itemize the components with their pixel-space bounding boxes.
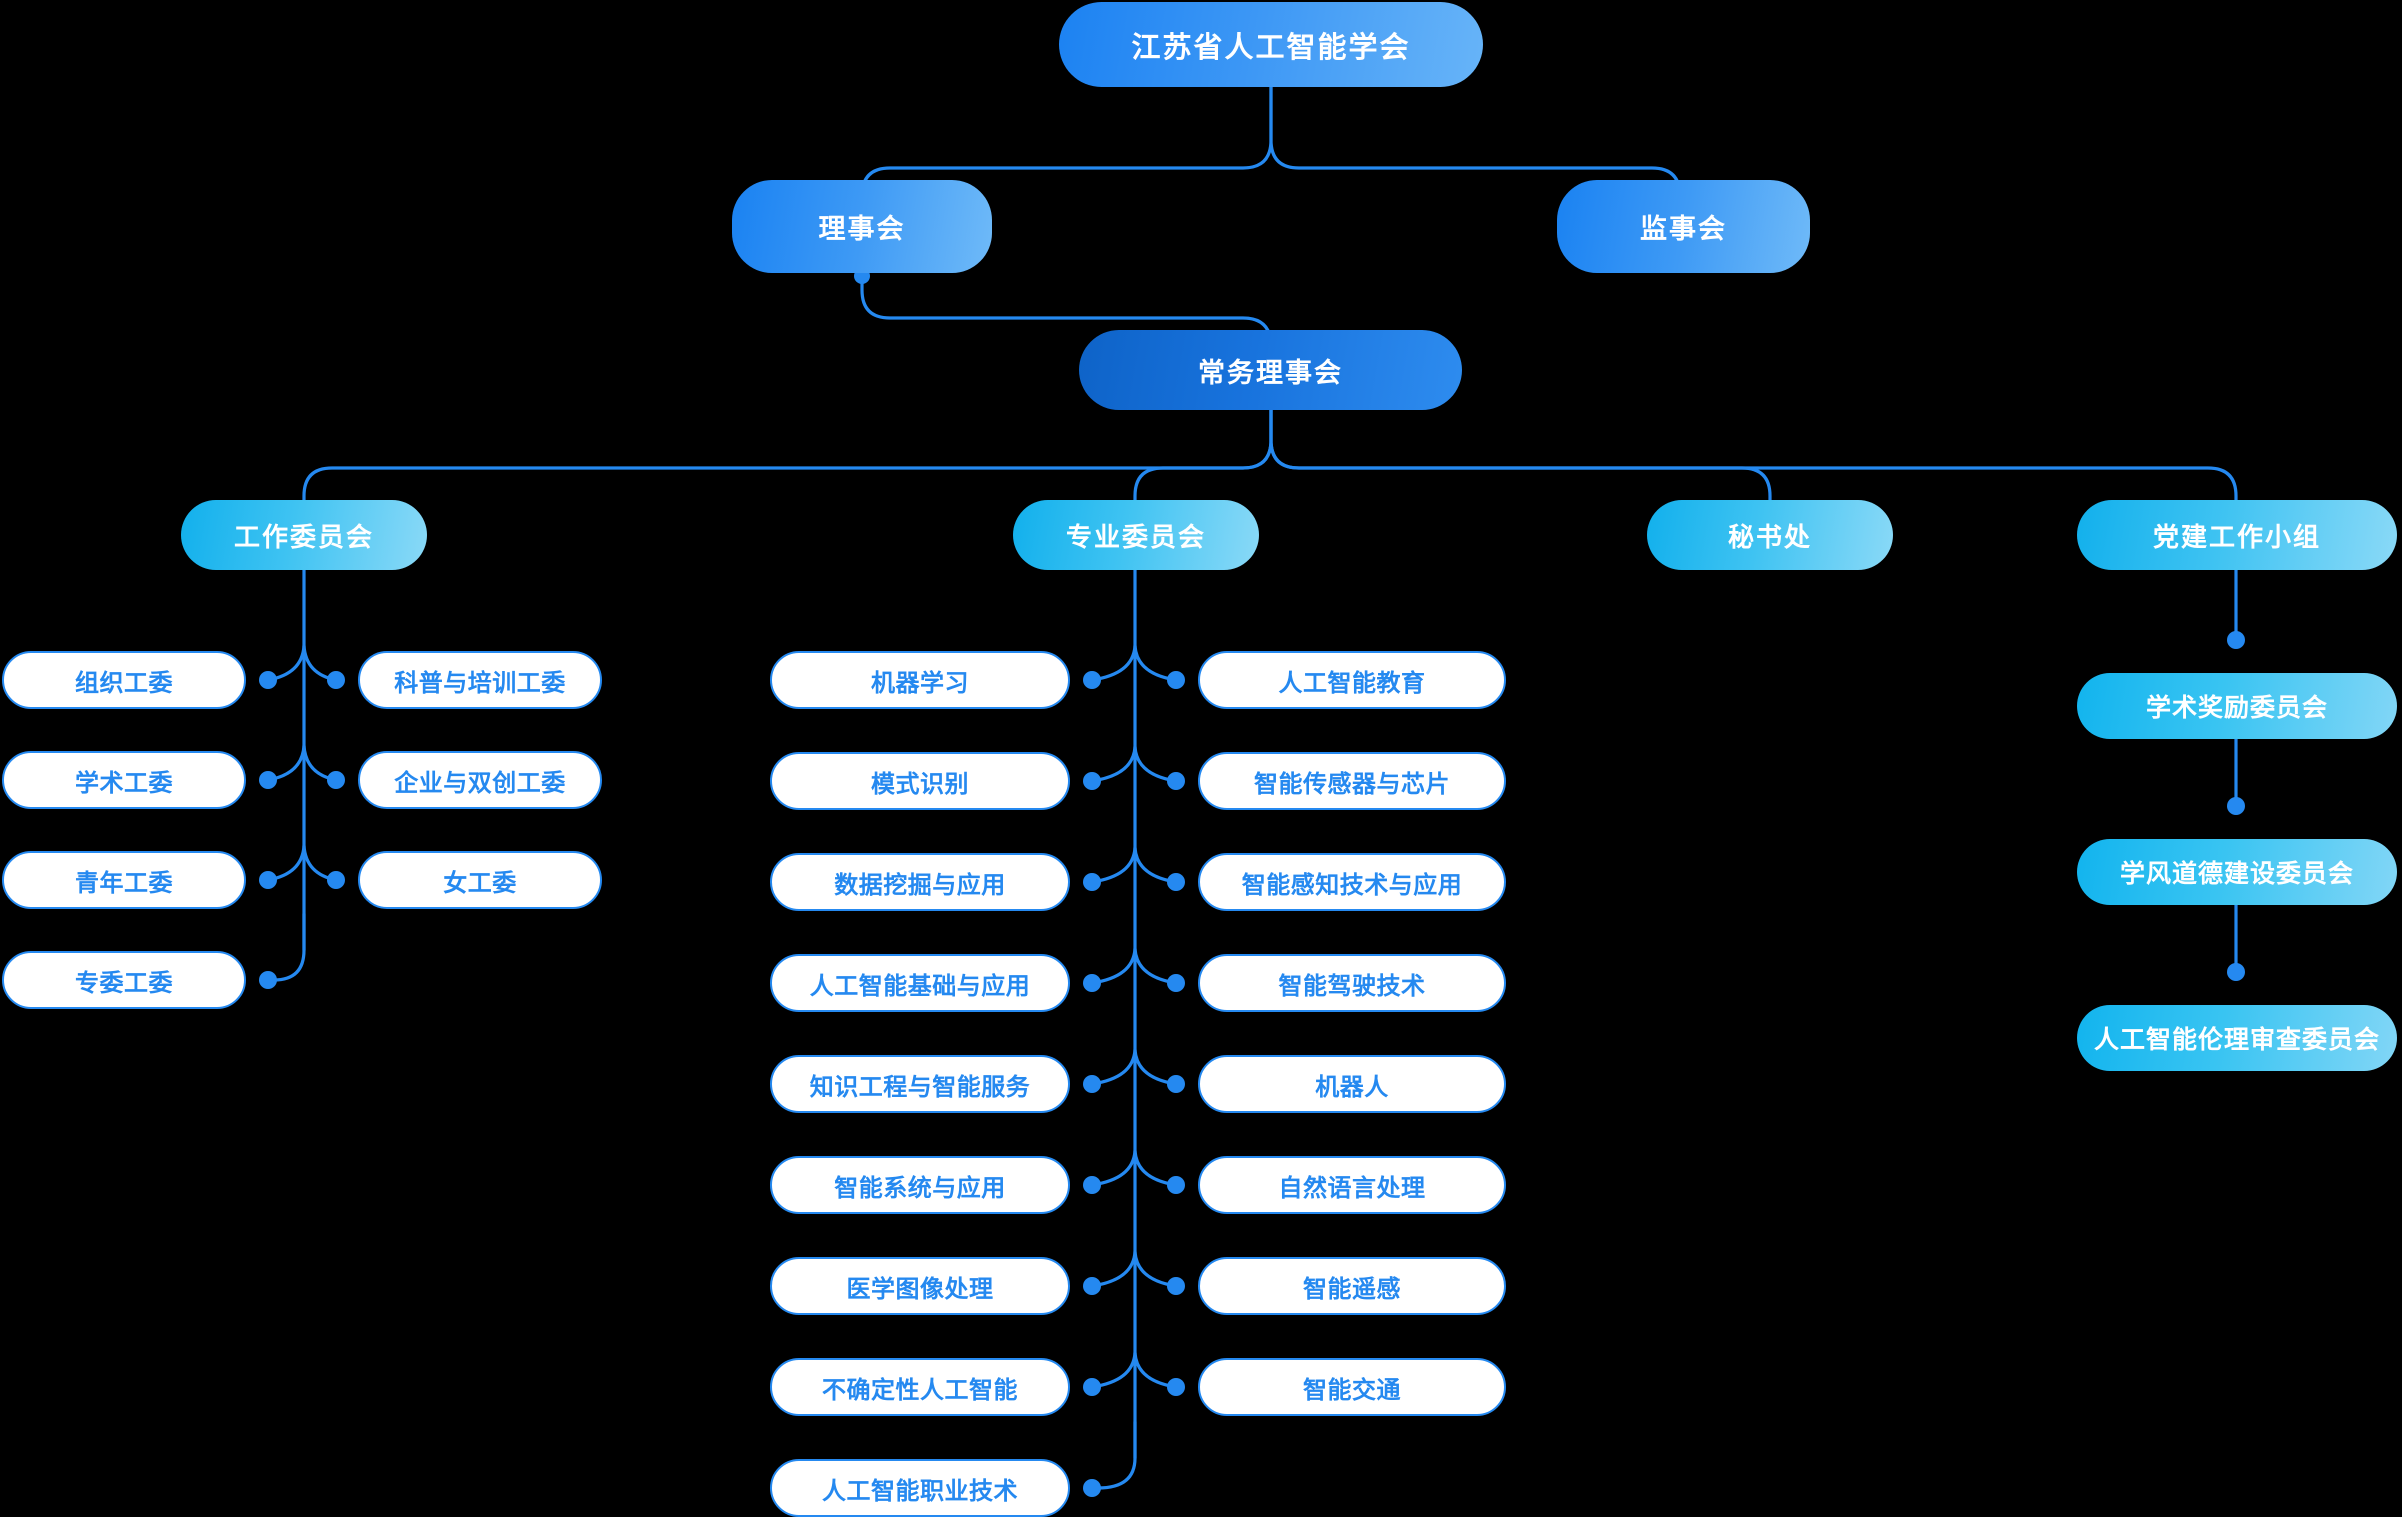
node-board-of-directors[interactable]: 理事会 bbox=[732, 180, 992, 273]
node-secretariat[interactable]: 秘书处 bbox=[1647, 500, 1893, 570]
professional-committee-leaf[interactable]: 数据挖掘与应用 bbox=[770, 853, 1070, 911]
professional-committee-leaf[interactable]: 人工智能教育 bbox=[1198, 651, 1506, 709]
party-group-leaf[interactable]: 学风道德建设委员会 bbox=[2077, 839, 2397, 905]
node-board-of-supervisors[interactable]: 监事会 bbox=[1557, 180, 1810, 273]
professional-committee-leaf[interactable]: 智能系统与应用 bbox=[770, 1156, 1070, 1214]
work-committee-leaf[interactable]: 专委工委 bbox=[2, 951, 246, 1009]
professional-committee-leaf[interactable]: 智能感知技术与应用 bbox=[1198, 853, 1506, 911]
node-professional-committee[interactable]: 专业委员会 bbox=[1013, 500, 1259, 570]
professional-committee-leaf[interactable]: 机器学习 bbox=[770, 651, 1070, 709]
work-committee-leaf[interactable]: 学术工委 bbox=[2, 751, 246, 809]
work-committee-leaf[interactable]: 企业与双创工委 bbox=[358, 751, 602, 809]
professional-committee-leaf[interactable]: 人工智能基础与应用 bbox=[770, 954, 1070, 1012]
work-committee-leaf[interactable]: 科普与培训工委 bbox=[358, 651, 602, 709]
node-work-committee[interactable]: 工作委员会 bbox=[181, 500, 427, 570]
professional-committee-leaf[interactable]: 模式识别 bbox=[770, 752, 1070, 810]
party-group-leaf[interactable]: 人工智能伦理审查委员会 bbox=[2077, 1005, 2397, 1071]
node-standing-council[interactable]: 常务理事会 bbox=[1079, 330, 1462, 410]
professional-committee-leaf[interactable]: 机器人 bbox=[1198, 1055, 1506, 1113]
professional-committee-leaf[interactable]: 知识工程与智能服务 bbox=[770, 1055, 1070, 1113]
work-committee-leaf[interactable]: 组织工委 bbox=[2, 651, 246, 709]
professional-committee-leaf[interactable]: 智能交通 bbox=[1198, 1358, 1506, 1416]
work-committee-leaf[interactable]: 女工委 bbox=[358, 851, 602, 909]
professional-committee-leaf[interactable]: 智能传感器与芯片 bbox=[1198, 752, 1506, 810]
professional-committee-leaf[interactable]: 智能驾驶技术 bbox=[1198, 954, 1506, 1012]
professional-committee-leaf[interactable]: 医学图像处理 bbox=[770, 1257, 1070, 1315]
party-group-leaf[interactable]: 学术奖励委员会 bbox=[2077, 673, 2397, 739]
professional-committee-leaf[interactable]: 不确定性人工智能 bbox=[770, 1358, 1070, 1416]
professional-committee-leaf[interactable]: 智能遥感 bbox=[1198, 1257, 1506, 1315]
work-committee-leaf[interactable]: 青年工委 bbox=[2, 851, 246, 909]
node-party-work-group[interactable]: 党建工作小组 bbox=[2077, 500, 2397, 570]
node-root[interactable]: 江苏省人工智能学会 bbox=[1059, 2, 1483, 87]
professional-committee-leaf[interactable]: 人工智能职业技术 bbox=[770, 1459, 1070, 1517]
professional-committee-leaf[interactable]: 自然语言处理 bbox=[1198, 1156, 1506, 1214]
